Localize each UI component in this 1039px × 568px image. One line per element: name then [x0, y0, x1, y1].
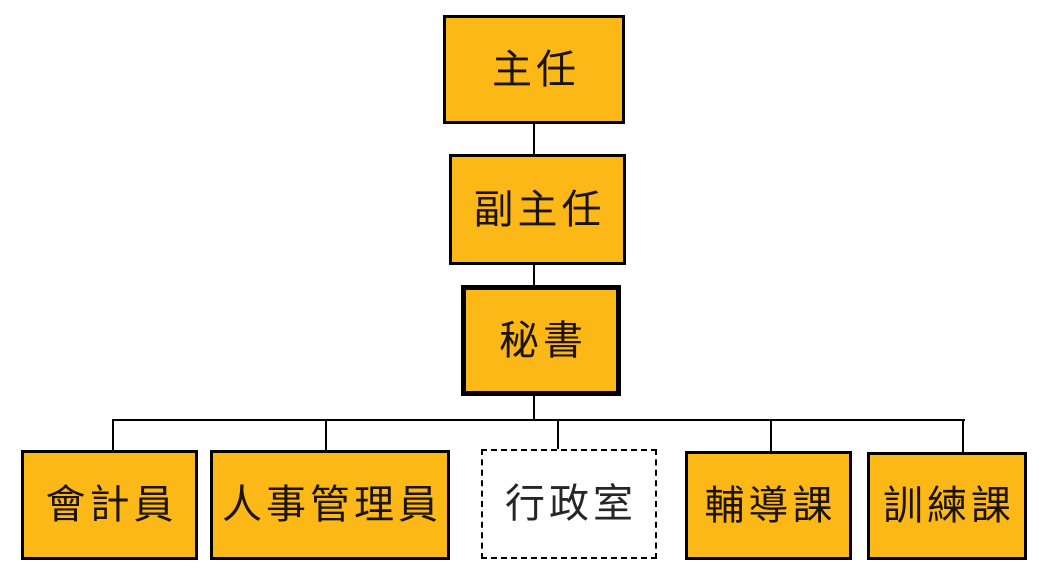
connector-drop-accountant: [112, 419, 114, 450]
connector-secretary-bus: [533, 396, 535, 419]
connector-director-deputy: [533, 124, 535, 154]
connector-drop-personnel: [325, 419, 327, 450]
node-secretary: 秘書: [461, 285, 621, 396]
node-accountant: 會計員: [21, 450, 198, 560]
node-training-section-label: 訓練課: [883, 483, 1015, 529]
node-training-section: 訓練課: [867, 452, 1027, 560]
node-director-label: 主任: [492, 46, 580, 93]
node-counseling-section-label: 輔導課: [704, 482, 837, 529]
connector-drop-training: [962, 419, 964, 452]
node-director: 主任: [443, 15, 625, 124]
connector-deputy-secretary: [533, 265, 535, 285]
connector-horizontal-bus: [112, 419, 965, 421]
connector-drop-counseling: [770, 419, 772, 451]
node-personnel-manager-label: 人事管理員: [222, 482, 442, 528]
node-admin-office: 行政室: [481, 449, 657, 559]
node-personnel-manager: 人事管理員: [210, 450, 450, 560]
node-secretary-label: 秘書: [499, 317, 587, 364]
node-counseling-section: 輔導課: [685, 451, 852, 560]
connector-drop-admin-office: [557, 419, 559, 449]
node-admin-office-label: 行政室: [505, 481, 637, 527]
node-deputy-director: 副主任: [449, 154, 626, 265]
node-deputy-director-label: 副主任: [473, 186, 606, 233]
node-accountant-label: 會計員: [45, 482, 178, 528]
